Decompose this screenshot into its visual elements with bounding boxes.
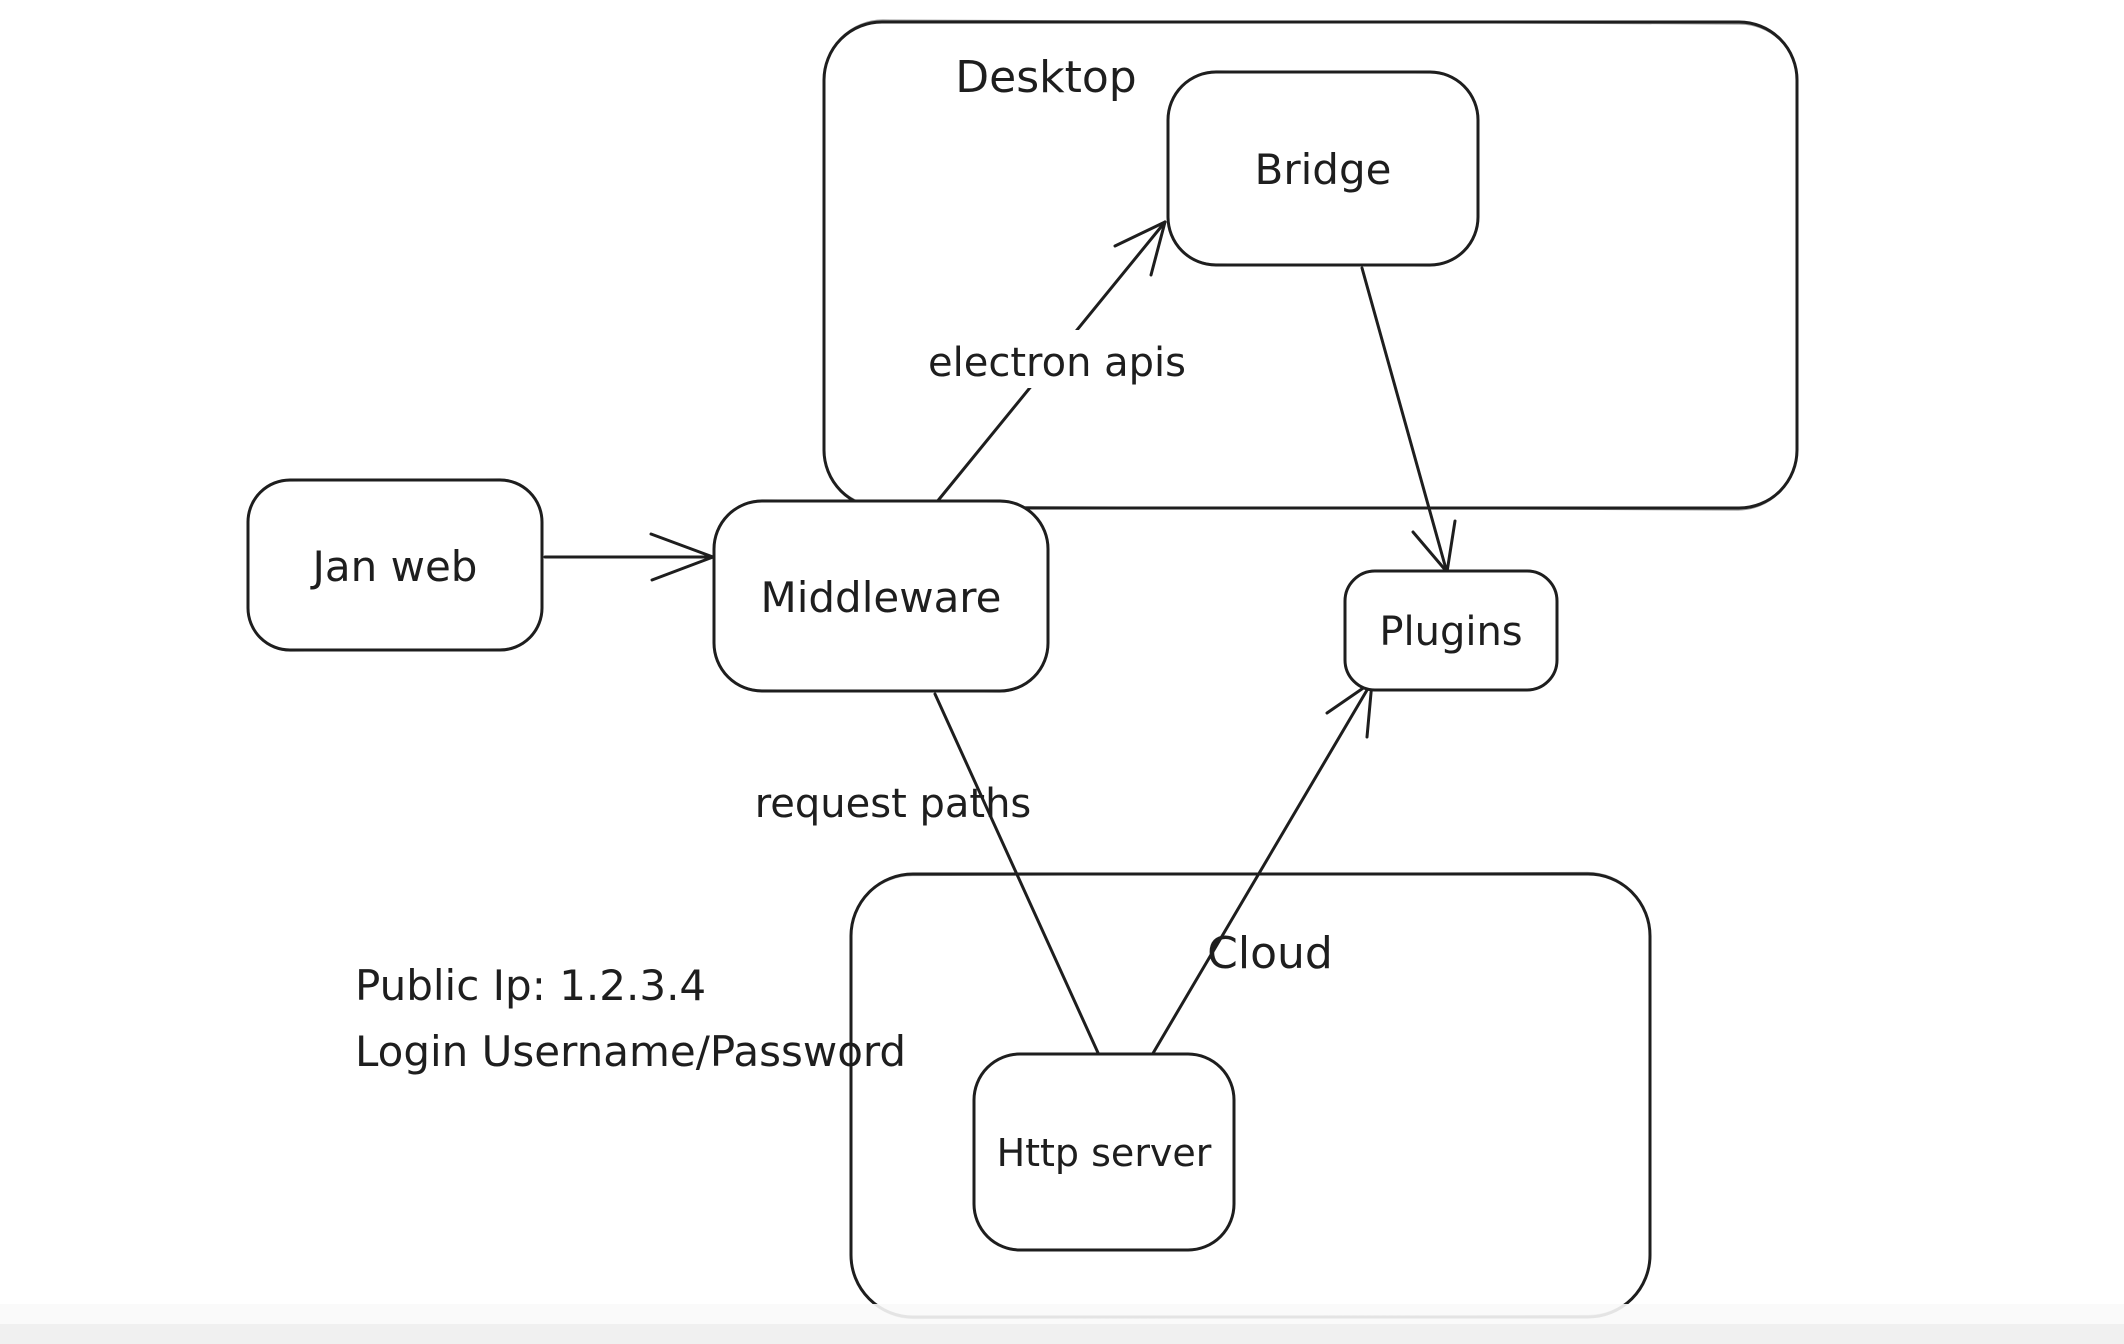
jan-web-sketch-stroke (246, 478, 544, 652)
desktop-container-shape[interactable] (822, 20, 1799, 510)
bridge-sketch-stroke (1166, 70, 1480, 267)
annotation-public-ip: Public Ip: 1.2.3.4 (355, 961, 706, 1010)
middleware-shape[interactable] (712, 499, 1050, 693)
middleware-sketch-stroke (712, 499, 1050, 693)
middleware-label: Middleware (760, 573, 1001, 622)
edge-label-electron-apis[interactable]: electron apis (915, 330, 1200, 388)
arrow-httpserver-to-plugins-line[interactable] (1150, 683, 1372, 1057)
bottom-fade-upper (0, 1304, 2124, 1324)
arrow-bridge-to-plugins-line[interactable] (1360, 266, 1448, 571)
http-server-label: Http server (997, 1131, 1212, 1175)
cloud-container[interactable]: Cloud (849, 871, 1652, 1320)
arrow-bridge-to-plugins[interactable] (1360, 266, 1457, 574)
node-plugins[interactable]: Plugins (1343, 569, 1559, 692)
line-middleware-to-httpserver-line[interactable] (933, 692, 1101, 1057)
desktop-container-label: Desktop (955, 52, 1136, 103)
node-middleware[interactable]: Middleware (712, 499, 1050, 693)
request-paths-label-text: request paths (755, 781, 1032, 827)
bottom-fade-lower (0, 1324, 2124, 1344)
node-http-server[interactable]: Http server (972, 1052, 1236, 1252)
bridge-shape[interactable] (1166, 70, 1480, 267)
arrow-janweb-to-middleware[interactable] (543, 532, 715, 582)
plugins-shape[interactable] (1343, 569, 1559, 692)
desktop-container[interactable]: Desktop (822, 19, 1799, 511)
node-jan-web[interactable]: Jan web (246, 478, 544, 652)
cloud-container-label: Cloud (1207, 928, 1333, 979)
desktop-container-sketch-stroke (822, 19, 1799, 511)
http-server-shape[interactable] (972, 1052, 1236, 1252)
plugins-label: Plugins (1379, 609, 1522, 655)
line-middleware-to-httpserver[interactable] (933, 692, 1101, 1057)
arrow-middleware-to-bridge-head (1113, 220, 1167, 277)
arrow-httpserver-to-plugins[interactable] (1150, 680, 1374, 1057)
node-bridge[interactable]: Bridge (1166, 70, 1480, 267)
jan-web-shape[interactable] (246, 478, 544, 652)
jan-web-label: Jan web (310, 542, 478, 591)
plugins-sketch-stroke (1344, 569, 1559, 692)
electron-apis-label-text: electron apis (928, 340, 1186, 386)
edge-label-request-paths[interactable]: request paths (755, 781, 1032, 827)
bridge-label: Bridge (1255, 145, 1392, 194)
annotation-credentials[interactable]: Public Ip: 1.2.3.4 Login Username/Passwo… (355, 961, 906, 1076)
electron-apis-label-mask (915, 330, 1200, 388)
annotation-login: Login Username/Password (355, 1027, 906, 1076)
http-server-sketch-stroke (972, 1052, 1236, 1252)
